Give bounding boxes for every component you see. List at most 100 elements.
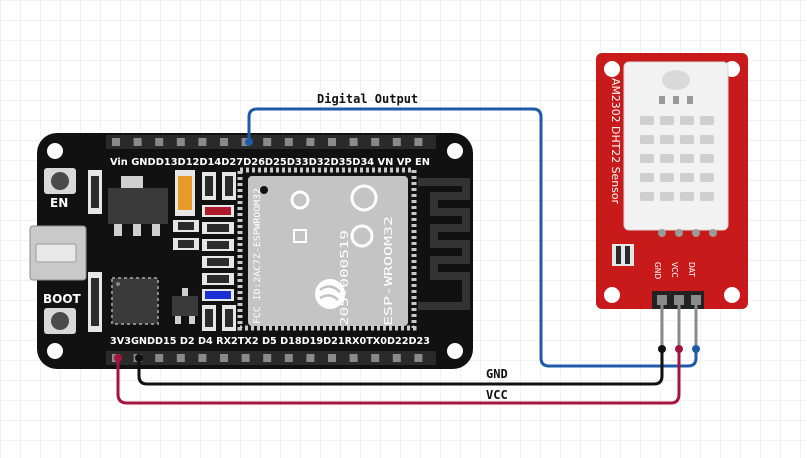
- sensor-housing: [623, 61, 729, 231]
- sensor-vents: [640, 116, 714, 201]
- header-pin-d15[interactable]: [155, 354, 164, 362]
- vent-slot: [700, 154, 714, 163]
- vent-slot: [640, 116, 654, 125]
- wire-junction-dot: [692, 345, 700, 353]
- header-pin-d32[interactable]: [306, 138, 315, 146]
- header-pin-d34[interactable]: [349, 138, 358, 146]
- smd-part-body: [207, 275, 229, 283]
- header-pin-gnd[interactable]: [133, 138, 142, 146]
- resistor-body: [91, 176, 99, 208]
- vent-slot: [660, 192, 674, 201]
- sensor-mount-hole: [604, 287, 620, 303]
- bottom-pin-labels: 3V3GNDD15 D2 D4 RX2TX2 D5 D18D19D21RX0TX…: [110, 336, 430, 347]
- sensor-mount-hole: [724, 287, 740, 303]
- sensor-pin-label-vcc: VCC: [670, 262, 679, 278]
- header-pin-d4[interactable]: [198, 354, 207, 362]
- vent-slot: [680, 154, 694, 163]
- wire-gnd[interactable]: [137, 349, 664, 386]
- vent-slot: [680, 116, 694, 125]
- sensor-housing-notch: [662, 70, 690, 90]
- wire-label-vcc: VCC: [486, 388, 508, 402]
- header-pin-d14[interactable]: [198, 138, 207, 146]
- header-pin-tx0[interactable]: [371, 354, 380, 362]
- header-pin-d33[interactable]: [284, 138, 293, 146]
- header-pin-d19[interactable]: [306, 354, 315, 362]
- sensor-pin-dat[interactable]: [691, 295, 701, 305]
- sensor-pin-gnd[interactable]: [657, 295, 667, 305]
- wire-label-digital-output: Digital Output: [317, 92, 418, 106]
- vent-slot: [680, 173, 694, 182]
- header-pin-vp[interactable]: [392, 138, 401, 146]
- regulator-leg: [152, 224, 160, 236]
- vent-slot: [680, 135, 694, 144]
- voltage-regulator: [108, 188, 168, 224]
- smd-part-body: [205, 309, 213, 327]
- header-pin-d21[interactable]: [328, 354, 336, 362]
- header-pin-d13[interactable]: [155, 138, 164, 146]
- smd-part-body: [225, 176, 233, 196]
- header-pin-en[interactable]: [414, 138, 423, 146]
- module-label: ESP-WROOM32: [382, 216, 395, 326]
- regulator-leg: [133, 224, 141, 236]
- wire-vcc[interactable]: [116, 349, 681, 405]
- module-dot: [260, 186, 268, 194]
- module-code: 205-000519: [338, 230, 351, 326]
- header-pin-d18[interactable]: [284, 354, 293, 362]
- header-pin-tx2[interactable]: [241, 354, 250, 362]
- vent-slot: [660, 173, 674, 182]
- sensor-leg-top: [673, 96, 679, 104]
- header-pin-d25[interactable]: [263, 138, 272, 146]
- header-pin-rx0[interactable]: [349, 354, 358, 362]
- header-pin-d12[interactable]: [176, 138, 185, 146]
- sensor-mount-hole: [604, 61, 620, 77]
- vent-slot: [660, 154, 674, 163]
- transistor: [172, 296, 198, 316]
- header-pin-d5[interactable]: [263, 354, 272, 362]
- header-pin-d27[interactable]: [220, 138, 228, 146]
- smd-part-body: [207, 241, 229, 249]
- led-red-body: [205, 207, 231, 215]
- header-pin-d23[interactable]: [414, 354, 423, 362]
- sensor-leg: [692, 229, 700, 237]
- vent-slot: [640, 154, 654, 163]
- vent-slot: [660, 116, 674, 125]
- sensor-leg-top: [687, 96, 693, 104]
- wire-junction-dot: [658, 345, 666, 353]
- header-pin-rx2[interactable]: [220, 354, 228, 362]
- smd-part-body: [225, 309, 233, 327]
- smd-part-body: [207, 224, 229, 232]
- transistor-leg: [182, 288, 188, 296]
- transistor-leg: [175, 316, 181, 324]
- top-header-pins: [112, 138, 423, 146]
- capacitor-body: [178, 176, 192, 210]
- sensor-leg: [675, 229, 683, 237]
- sensor-leg: [709, 229, 717, 237]
- header-pin-vin[interactable]: [112, 138, 120, 146]
- wire-label-gnd: GND: [486, 367, 508, 381]
- header-pin-d35[interactable]: [328, 138, 336, 146]
- vent-slot: [640, 192, 654, 201]
- sensor-resistor-body: [616, 246, 621, 264]
- dht22-sensor[interactable]: AM2302 DHT22 Sensor GND VCC DAT: [596, 53, 748, 309]
- header-pin-d22[interactable]: [392, 354, 401, 362]
- boot-button-label: BOOT: [43, 292, 82, 306]
- smd-part-body: [178, 240, 194, 248]
- wire-digital-output[interactable]: [247, 107, 698, 368]
- esp32-board[interactable]: Vin GNDD13D12D14D27D26D25D33D32D35D34 VN…: [29, 133, 473, 369]
- sensor-resistor-body: [625, 246, 630, 264]
- header-pin-vn[interactable]: [371, 138, 380, 146]
- vent-slot: [700, 192, 714, 201]
- module-castellation: [237, 167, 417, 331]
- resistor-body: [91, 278, 99, 326]
- sensor-title: AM2302 DHT22 Sensor: [609, 78, 622, 204]
- mount-hole: [447, 143, 463, 159]
- smd-part-body: [178, 222, 194, 230]
- smd-part-body: [205, 176, 213, 196]
- vent-slot: [640, 173, 654, 182]
- bottom-header-pins: [112, 354, 423, 362]
- sensor-pin-vcc[interactable]: [674, 295, 684, 305]
- header-pin-d2[interactable]: [176, 354, 185, 362]
- esp-wroom32-module: FCC ID:2AC7Z-ESPWROOM32 ESP-WROOM32 205-…: [237, 167, 417, 331]
- mount-hole: [447, 343, 463, 359]
